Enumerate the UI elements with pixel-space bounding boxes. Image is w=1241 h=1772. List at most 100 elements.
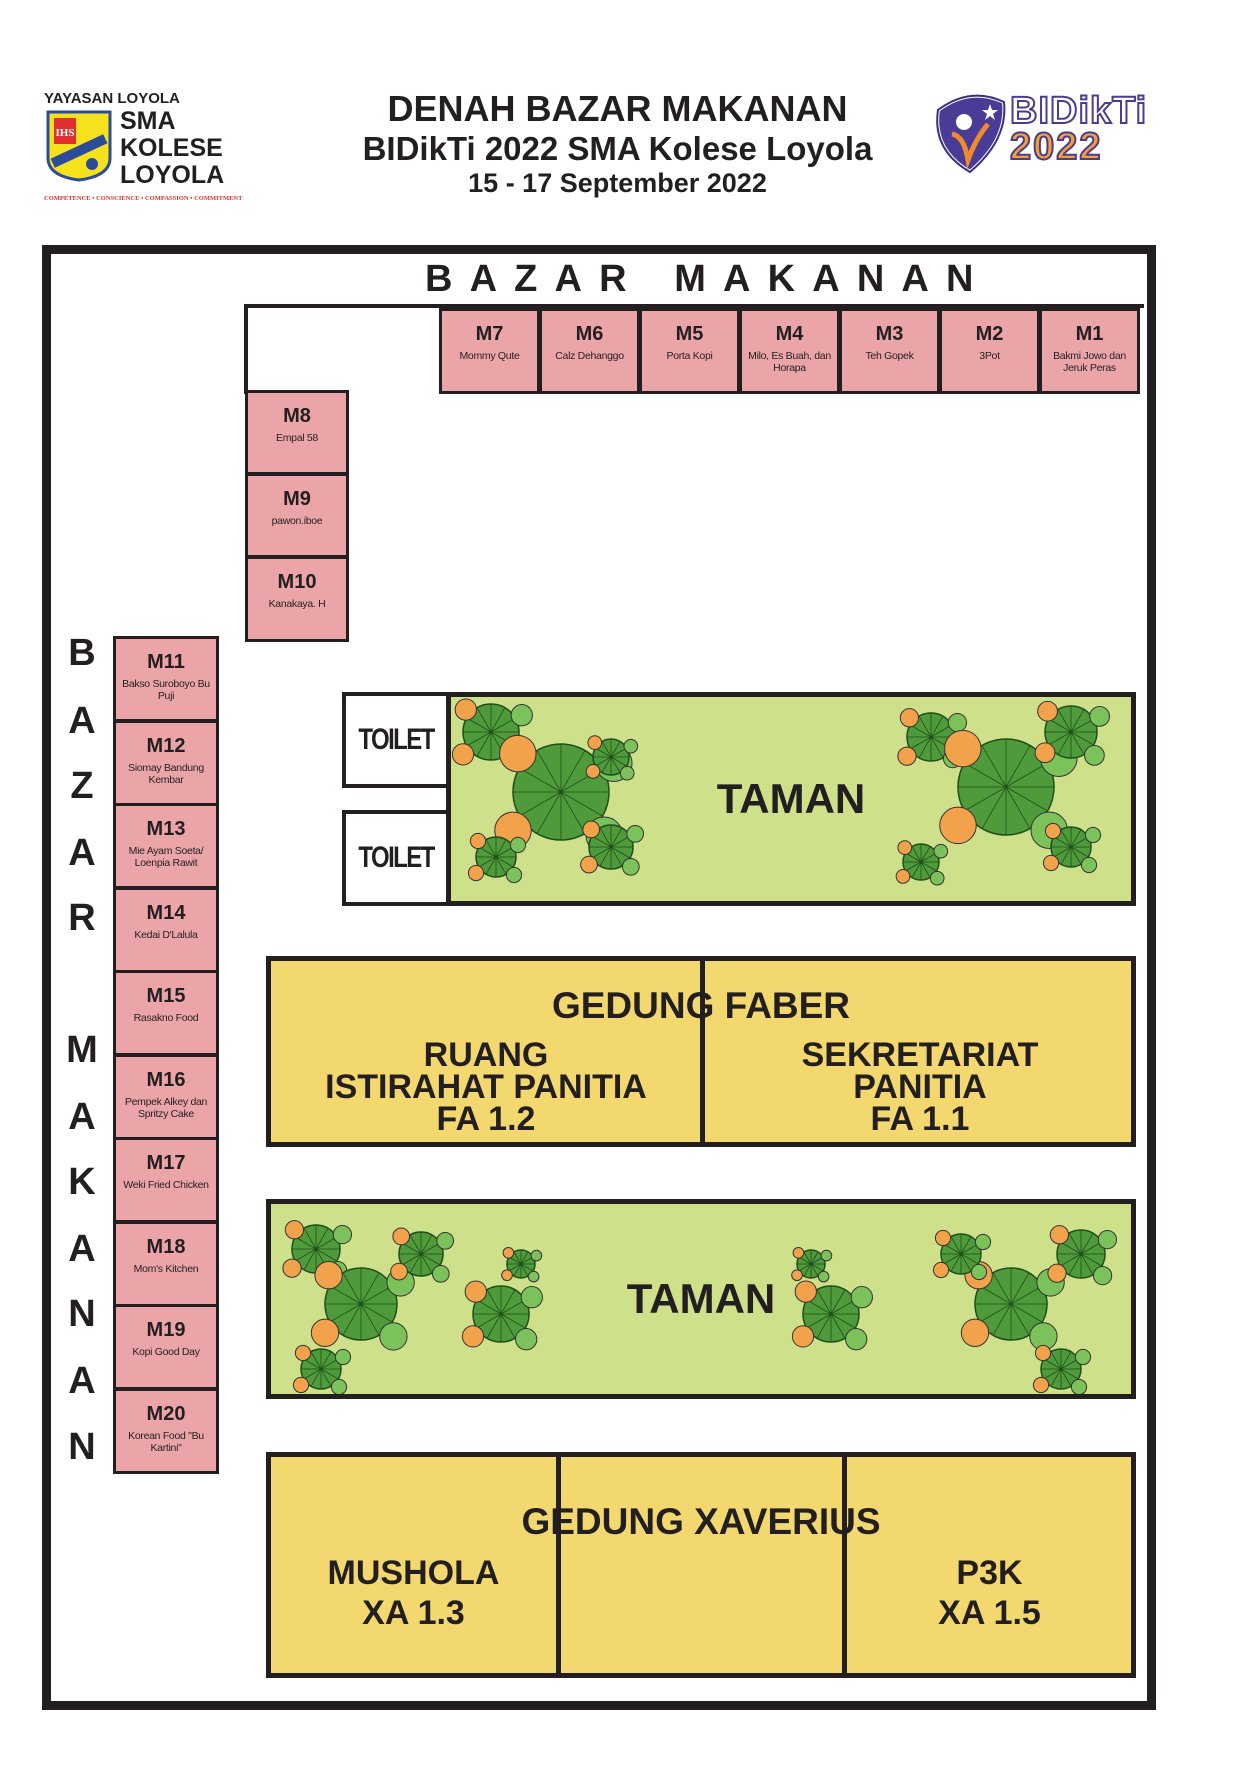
side-label-letter: A [68, 1360, 96, 1402]
stall-name: Weki Fried Chicken [123, 1179, 209, 1191]
building-divider [842, 1457, 847, 1673]
stall-name: Empal 58 [276, 432, 318, 444]
foundation-name: YAYASAN LOYOLA [44, 90, 180, 107]
stall-name: 3Pot [979, 350, 1000, 362]
stall-name: Siomay Bandung Kembar [128, 761, 204, 786]
room-label: PANITIA [853, 1068, 987, 1106]
side-label-letter: B [68, 632, 96, 674]
stall-name: Calz Dehanggo [555, 350, 624, 362]
side-label-letter: K [68, 1161, 96, 1203]
room-code: FA 1.1 [870, 1100, 970, 1138]
stall-code: M10 [277, 571, 317, 593]
stall-name: Rasakno Food [133, 1012, 199, 1024]
stall-name: Teh Gopek [865, 350, 914, 362]
stall-name: Pempek Alkey dan Spritzy Cake [124, 1095, 208, 1120]
stall-name: Kanakaya. H [268, 598, 326, 610]
garden-label: TAMAN [716, 775, 866, 822]
side-label-letter: Z [70, 765, 94, 807]
side-label-letter: N [68, 1426, 96, 1468]
side-label-letter: A [68, 1096, 96, 1138]
school-name-line3: LOYOLA [120, 161, 225, 189]
top-area-label: B A Z A R M A K A N A N [425, 258, 978, 300]
room-xa-1-5[interactable]: P3K XA 1.5 [847, 1553, 1132, 1633]
side-label-letter: A [68, 1228, 96, 1270]
stall-name: Kedai D'Lalula [134, 928, 198, 941]
toilet-1[interactable]: TOILET [342, 692, 450, 788]
stall-code: M12 [146, 734, 186, 757]
garden-2: TAMAN [266, 1199, 1136, 1399]
room-fa-1-1[interactable]: SEKRETARIAT PANITIA FA 1.1 [705, 1036, 1135, 1138]
gedung-xaverius: GEDUNG XAVERIUS MUSHOLA XA 1.3 P3K XA 1.… [266, 1452, 1136, 1678]
room-label: SEKRETARIAT [801, 1036, 1039, 1074]
stall-code: M11 [147, 651, 185, 673]
svg-text:IHS: IHS [56, 127, 75, 139]
bidikti-logo: BIDikTi 2022 [930, 89, 1150, 175]
stall-name: Kopi Good Day [132, 1346, 200, 1358]
room-label: ISTIRAHAT PANITIA [325, 1068, 647, 1106]
stall-name: Bakso Suroboyo Bu Puji [122, 678, 210, 702]
plants-icon [451, 698, 1110, 886]
garden-label: TAMAN [626, 1275, 776, 1322]
building-title: GEDUNG FABER [551, 985, 851, 1026]
building-divider [700, 961, 705, 1142]
toilet-label: TOILET [358, 723, 435, 756]
stall-code: M1 [1075, 323, 1104, 345]
page-title: DENAH BAZAR MAKANAN [387, 88, 848, 129]
stall-code: M7 [475, 323, 504, 345]
stall-code: M16 [146, 1068, 186, 1091]
room-label: MUSHOLA [327, 1554, 500, 1592]
stall-code: M3 [875, 323, 904, 345]
stall-code: M19 [146, 1319, 186, 1341]
stall-name: Bakmi Jowo dan Jeruk Peras [1053, 350, 1126, 374]
stall-code: M4 [775, 323, 804, 345]
school-logo: YAYASAN LOYOLA IHS SMA KOLESE LOYOLA COM… [44, 90, 244, 205]
room-xa-1-3[interactable]: MUSHOLA XA 1.3 [271, 1553, 556, 1633]
stall-code: M8 [283, 405, 311, 427]
bidikti-year: 2022 [1009, 125, 1103, 169]
stall-code: M18 [146, 1235, 186, 1258]
room-fa-1-2[interactable]: RUANG ISTIRAHAT PANITIA FA 1.2 [271, 1036, 701, 1138]
room-label: RUANG [423, 1036, 549, 1074]
side-label-letter: M [66, 1029, 98, 1071]
toilet-2[interactable]: TOILET [342, 810, 450, 906]
bidikti-wordmark: BIDikTi [1009, 89, 1148, 133]
building-title: GEDUNG XAVERIUS [521, 1501, 881, 1542]
stall-name: Mie Ayam Soeta/ Loenpia Rawit [128, 845, 204, 869]
page-subtitle: BIDikTi 2022 SMA Kolese Loyola [362, 130, 873, 167]
stall-code: M14 [146, 901, 186, 924]
school-crest-icon: IHS [46, 110, 112, 182]
gedung-faber: GEDUNG FABER RUANG ISTIRAHAT PANITIA FA … [266, 956, 1136, 1147]
side-label-letter: R [68, 897, 96, 939]
garden-1: TAMAN [446, 692, 1136, 906]
room-code: FA 1.2 [436, 1100, 536, 1138]
stall-name: pawon.iboe [271, 515, 323, 527]
school-name-line2: KOLESE [120, 134, 223, 162]
stall-name: Mommy Qute [459, 350, 520, 362]
room-code: XA 1.5 [938, 1594, 1041, 1632]
school-tagline: COMPETENCE • CONSCIENCE • COMPASSION • C… [44, 195, 243, 202]
room-label: P3K [956, 1554, 1023, 1592]
building-divider [556, 1457, 561, 1673]
bazaar-boundary-line [244, 304, 248, 394]
map-frame [42, 245, 1156, 1710]
